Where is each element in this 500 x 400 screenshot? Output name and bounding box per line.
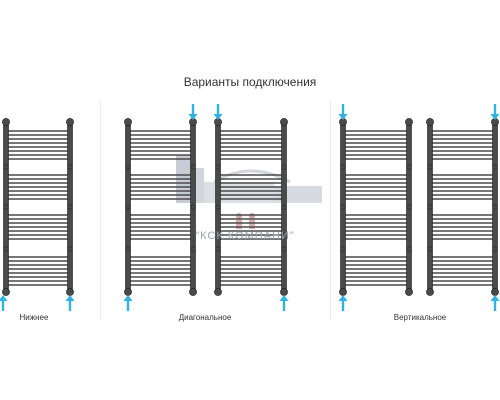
radiator-joint <box>215 246 221 252</box>
radiator-joint <box>340 204 346 210</box>
radiator-joint <box>492 204 498 210</box>
radiator-joint <box>215 204 221 210</box>
arrow-up-icon <box>0 295 8 301</box>
arrow-up-icon <box>279 295 289 301</box>
radiator-joint <box>427 246 433 252</box>
radiator-joint <box>406 204 412 210</box>
watermark-person-icon <box>236 213 242 219</box>
watermark-hall <box>204 182 274 203</box>
radiator-joint <box>190 204 196 210</box>
watermark-person-body <box>236 220 242 229</box>
radiator-end-cap <box>405 288 413 296</box>
arrow-up-icon <box>65 295 75 301</box>
radiator-joint <box>3 164 9 170</box>
radiator-joint <box>340 246 346 252</box>
radiator-joint <box>3 204 9 210</box>
radiator-end-cap <box>339 288 347 296</box>
radiator-end-cap <box>124 118 132 126</box>
page-title: Варианты подключения <box>183 75 317 89</box>
radiator-joint <box>67 164 73 170</box>
arrow-down-icon <box>338 114 348 120</box>
radiator-end-cap <box>280 118 288 126</box>
radiator-joint <box>406 246 412 252</box>
radiator-end-cap <box>280 288 288 296</box>
watermark-arch <box>213 169 291 184</box>
arrow-down-icon <box>213 114 223 120</box>
radiator-end-cap <box>66 118 74 126</box>
radiator-end-cap <box>214 288 222 296</box>
radiator-joint <box>340 164 346 170</box>
radiator-joint <box>281 204 287 210</box>
radiator-end-cap <box>426 288 434 296</box>
radiator-joint <box>427 164 433 170</box>
radiator-joint <box>125 204 131 210</box>
radiator-end-cap <box>2 288 10 296</box>
radiator-joint <box>190 164 196 170</box>
section-divider-right <box>330 100 331 320</box>
caption-diagonal-connection: Диагональное <box>178 313 232 322</box>
radiator-end-cap <box>405 118 413 126</box>
radiator-end-cap <box>189 288 197 296</box>
watermark-person-icon <box>249 213 255 219</box>
radiator-joint <box>492 246 498 252</box>
radiator-joint <box>190 246 196 252</box>
watermark-text: "КСК КОМПАНИ" <box>195 230 295 242</box>
radiator-joint <box>281 246 287 252</box>
radiator-joint <box>406 164 412 170</box>
radiator-end-cap <box>491 288 499 296</box>
arrow-up-icon <box>490 295 500 301</box>
radiator-joint <box>427 204 433 210</box>
radiator-joint <box>281 164 287 170</box>
arrow-down-icon <box>490 114 500 120</box>
radiator-end-cap <box>2 118 10 126</box>
arrow-up-icon <box>123 295 133 301</box>
caption-bottom-connection: Нижнее <box>19 313 49 322</box>
radiator-end-cap <box>66 288 74 296</box>
watermark-block <box>194 168 204 203</box>
radiator-joint <box>492 164 498 170</box>
radiator-end-cap <box>426 118 434 126</box>
radiator-end-cap <box>124 288 132 296</box>
radiator-joint <box>215 164 221 170</box>
radiator-joint <box>67 246 73 252</box>
arrow-up-icon <box>338 295 348 301</box>
caption-vertical-connection: Вертикальное <box>393 313 447 322</box>
radiator-joint <box>3 246 9 252</box>
section-divider-left <box>100 100 101 320</box>
radiator-joint <box>67 204 73 210</box>
radiator-joint <box>125 164 131 170</box>
radiator-joint <box>125 246 131 252</box>
arrow-down-icon <box>188 114 198 120</box>
watermark-person-body <box>249 220 255 229</box>
